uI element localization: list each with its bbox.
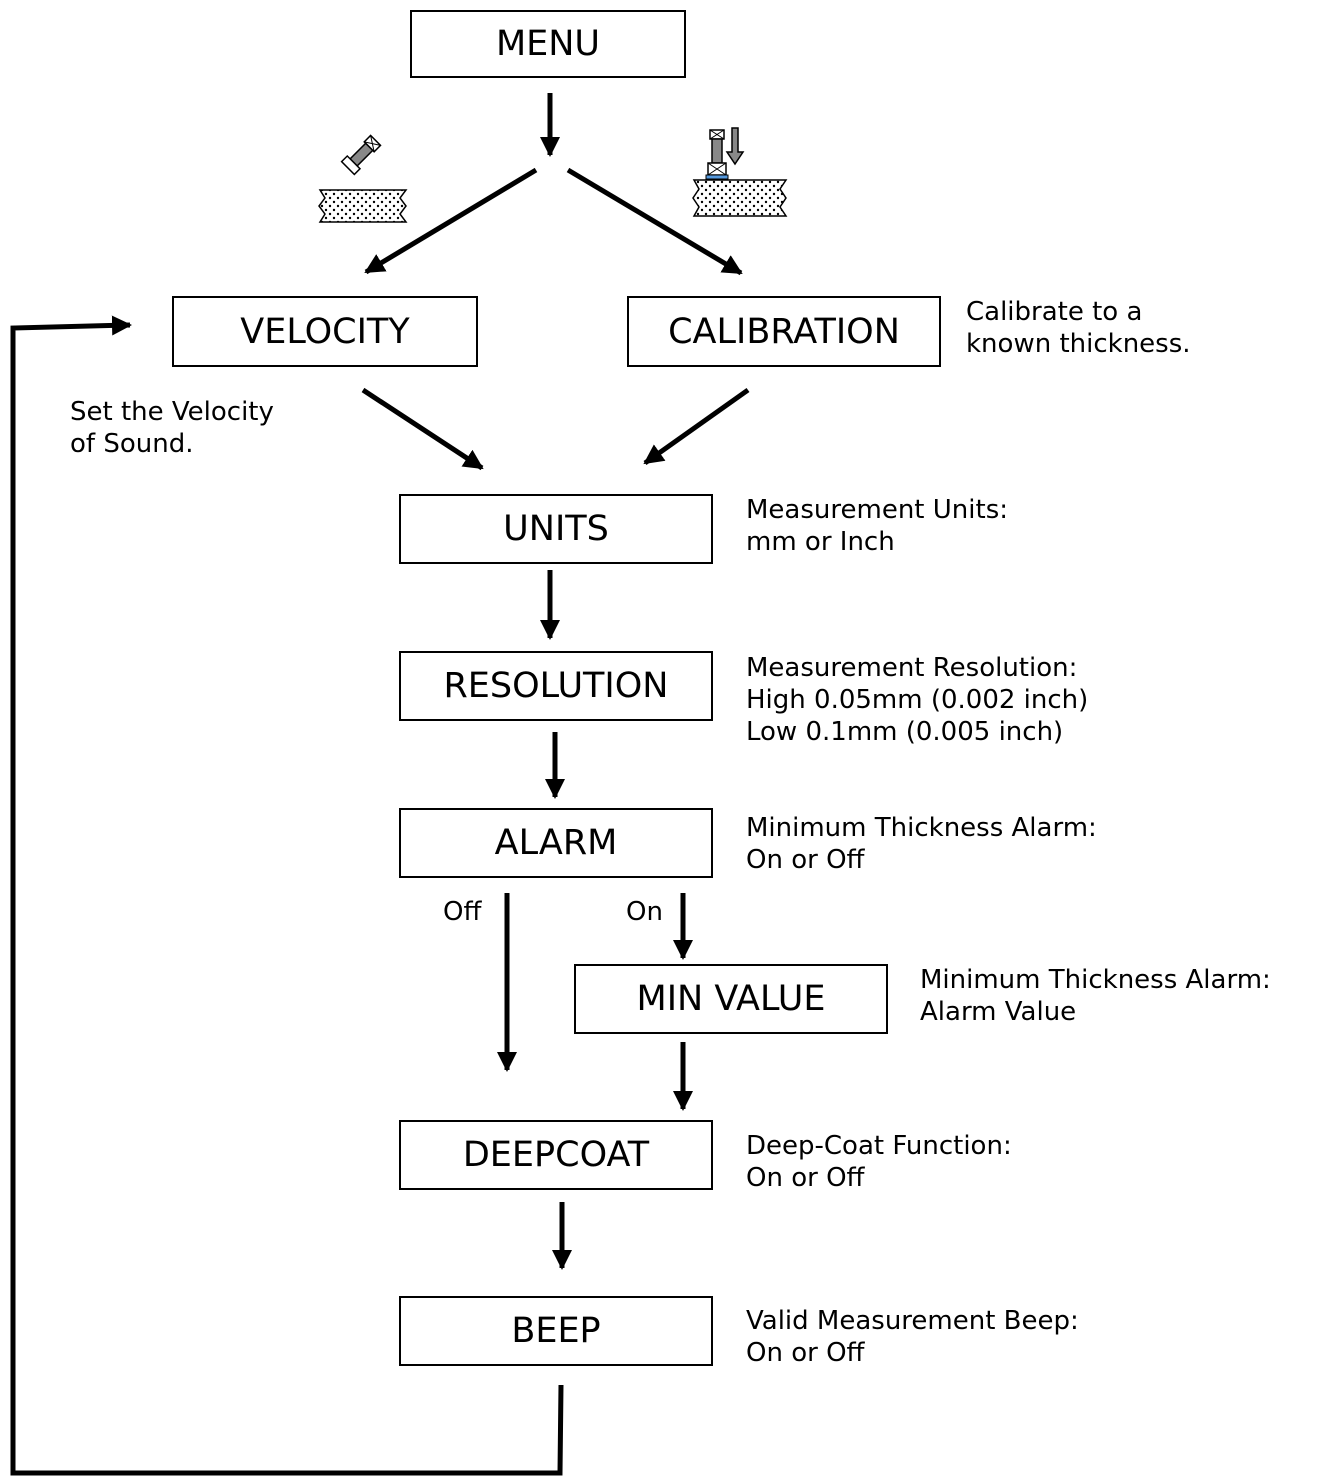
arrow-to-calibration <box>566 167 743 276</box>
min-value-node: MIN VALUE <box>574 964 888 1034</box>
arrow-velocity-to-units <box>361 387 484 471</box>
note-line: Deep-Coat Function: <box>746 1131 1012 1161</box>
note-line: Minimum Thickness Alarm: <box>746 813 1097 843</box>
note-line: of Sound. <box>70 429 194 459</box>
arrow-to-velocity <box>364 167 538 275</box>
calibration-note: Calibrate to a known thickness. <box>966 296 1191 360</box>
alarm-node: ALARM <box>399 808 713 878</box>
resolution-note: Measurement Resolution: High 0.05mm (0.0… <box>746 652 1088 748</box>
arrow-calibration-to-units <box>643 387 750 466</box>
loop-back-to-velocity <box>10 315 564 1476</box>
note-line: mm or Inch <box>746 527 895 557</box>
min-value-note: Minimum Thickness Alarm: Alarm Value <box>920 964 1271 1028</box>
alarm-note: Minimum Thickness Alarm: On or Off <box>746 812 1097 876</box>
units-node: UNITS <box>399 494 713 564</box>
menu-node: MENU <box>410 10 686 78</box>
note-line: Set the Velocity <box>70 397 274 427</box>
velocity-note: Set the Velocity of Sound. <box>70 396 274 460</box>
beep-note: Valid Measurement Beep: On or Off <box>746 1305 1079 1369</box>
units-note: Measurement Units: mm or Inch <box>746 494 1008 558</box>
note-line: On or Off <box>746 1163 865 1193</box>
note-line: High 0.05mm (0.002 inch) <box>746 685 1089 715</box>
note-line: known thickness. <box>966 329 1191 359</box>
note-line: On or Off <box>746 1338 865 1368</box>
resolution-node: RESOLUTION <box>399 651 713 721</box>
velocity-node: VELOCITY <box>172 296 478 367</box>
note-line: Minimum Thickness Alarm: <box>920 965 1271 995</box>
note-line: On or Off <box>746 845 865 875</box>
calibration-node: CALIBRATION <box>627 296 941 367</box>
branch-label-on: On <box>626 897 663 927</box>
branch-label-off: Off <box>443 897 482 927</box>
note-line: Measurement Units: <box>746 495 1008 525</box>
note-line: Valid Measurement Beep: <box>746 1306 1079 1336</box>
note-line: Low 0.1mm (0.005 inch) <box>746 717 1064 747</box>
angled-probe-on-material-icon <box>318 134 408 223</box>
probe-pressed-on-material-icon <box>692 127 788 217</box>
beep-node: BEEP <box>399 1296 713 1366</box>
note-line: Alarm Value <box>920 997 1077 1027</box>
deepcoat-node: DEEPCOAT <box>399 1120 713 1190</box>
note-line: Calibrate to a <box>966 297 1143 327</box>
note-line: Measurement Resolution: <box>746 653 1078 683</box>
deepcoat-note: Deep-Coat Function: On or Off <box>746 1130 1012 1194</box>
